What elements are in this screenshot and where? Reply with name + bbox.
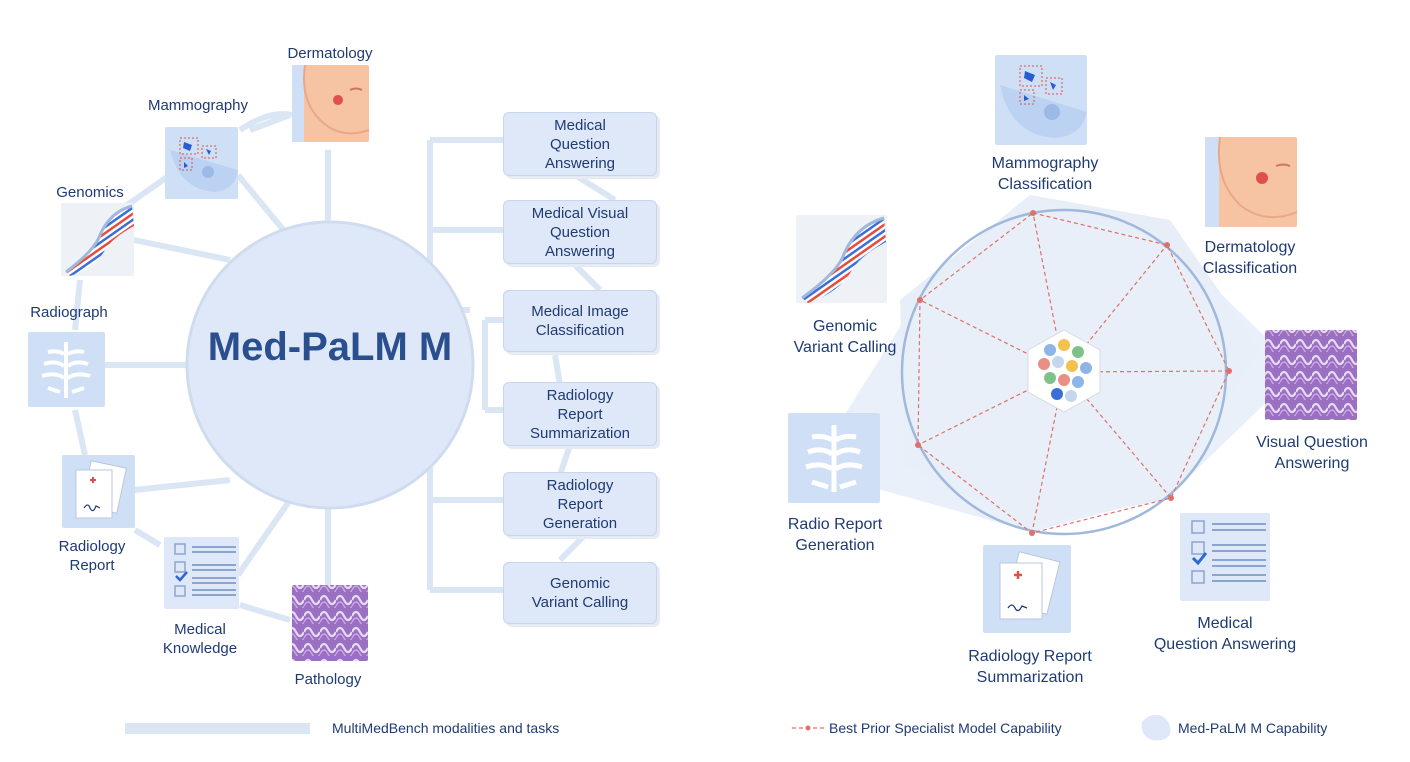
modality-label-genomics: Genomics xyxy=(56,184,124,201)
capability-ring xyxy=(900,208,1228,536)
right-pathology-icon xyxy=(1265,330,1357,420)
legend-specialist-label: Best Prior Specialist Model Capability xyxy=(829,720,1062,736)
specialist-markers xyxy=(915,210,1232,536)
dermatology-icon xyxy=(292,64,370,142)
task-box-medical-vqa: Medical Visual Question Answering xyxy=(503,200,657,264)
axis-label-radio-report: Radio Report Generation xyxy=(787,516,883,554)
mammography-icon xyxy=(165,127,238,199)
axis-label-vqa: Visual Question Answering xyxy=(1256,434,1368,472)
right-genomics-icon xyxy=(796,215,887,303)
legend-multimedbench-label: MultiMedBench modalities and tasks xyxy=(332,720,560,736)
legend-specialist-swatch xyxy=(792,725,824,731)
axis-label-dermatology: Dermatology Classification xyxy=(1202,239,1298,277)
radiology-report-icon xyxy=(62,455,135,528)
modality-label-radiology-report: Radiology Report xyxy=(58,538,126,574)
legend-multimedbench-swatch xyxy=(125,723,310,734)
modality-label-pathology: Pathology xyxy=(294,671,362,688)
modality-label-mammography: Mammography xyxy=(147,97,249,114)
modality-label-dermatology: Dermatology xyxy=(287,45,373,62)
radiograph-icon xyxy=(28,332,105,407)
medpalm-hex-icon xyxy=(1027,329,1101,413)
right-dermatology-icon xyxy=(1205,136,1298,227)
axis-label-summarization: Radiology Report Summarization xyxy=(968,648,1092,686)
legend-medpalm-label: Med-PaLM M Capability xyxy=(1178,720,1328,736)
task-box-radiology-report-summarization: Radiology Report Summarization xyxy=(503,382,657,446)
task-box-genomic-variant-calling: Genomic Variant Calling xyxy=(503,562,657,624)
axis-label-mammography: Mammography Classification xyxy=(991,155,1099,193)
pathology-icon xyxy=(292,585,368,661)
legend-medpalm-swatch xyxy=(1141,714,1171,741)
right-mammography-icon xyxy=(995,55,1087,145)
modality-label-medical-knowledge: Medical Knowledge xyxy=(162,621,238,657)
right-report-icon xyxy=(983,545,1071,633)
task-box-medical-qa: Medical Question Answering xyxy=(503,112,657,176)
axis-label-genomic: Genomic Variant Calling xyxy=(793,318,897,356)
right-medqa-icon xyxy=(1180,513,1270,601)
task-box-radiology-report-generation: Radiology Report Generation xyxy=(503,472,657,536)
med-palm-m-circle xyxy=(185,220,475,510)
med-palm-m-title: Med-PaLM M xyxy=(207,325,453,369)
specialist-lines xyxy=(917,212,1230,534)
axis-label-medqa: Medical Question Answering xyxy=(1153,615,1297,653)
task-box-medical-image-classification: Medical Image Classification xyxy=(503,290,657,352)
right-radiograph-icon xyxy=(788,413,880,503)
modality-label-radiograph: Radiograph xyxy=(30,304,108,321)
genomics-icon xyxy=(61,203,134,276)
medical-knowledge-icon xyxy=(164,537,239,609)
